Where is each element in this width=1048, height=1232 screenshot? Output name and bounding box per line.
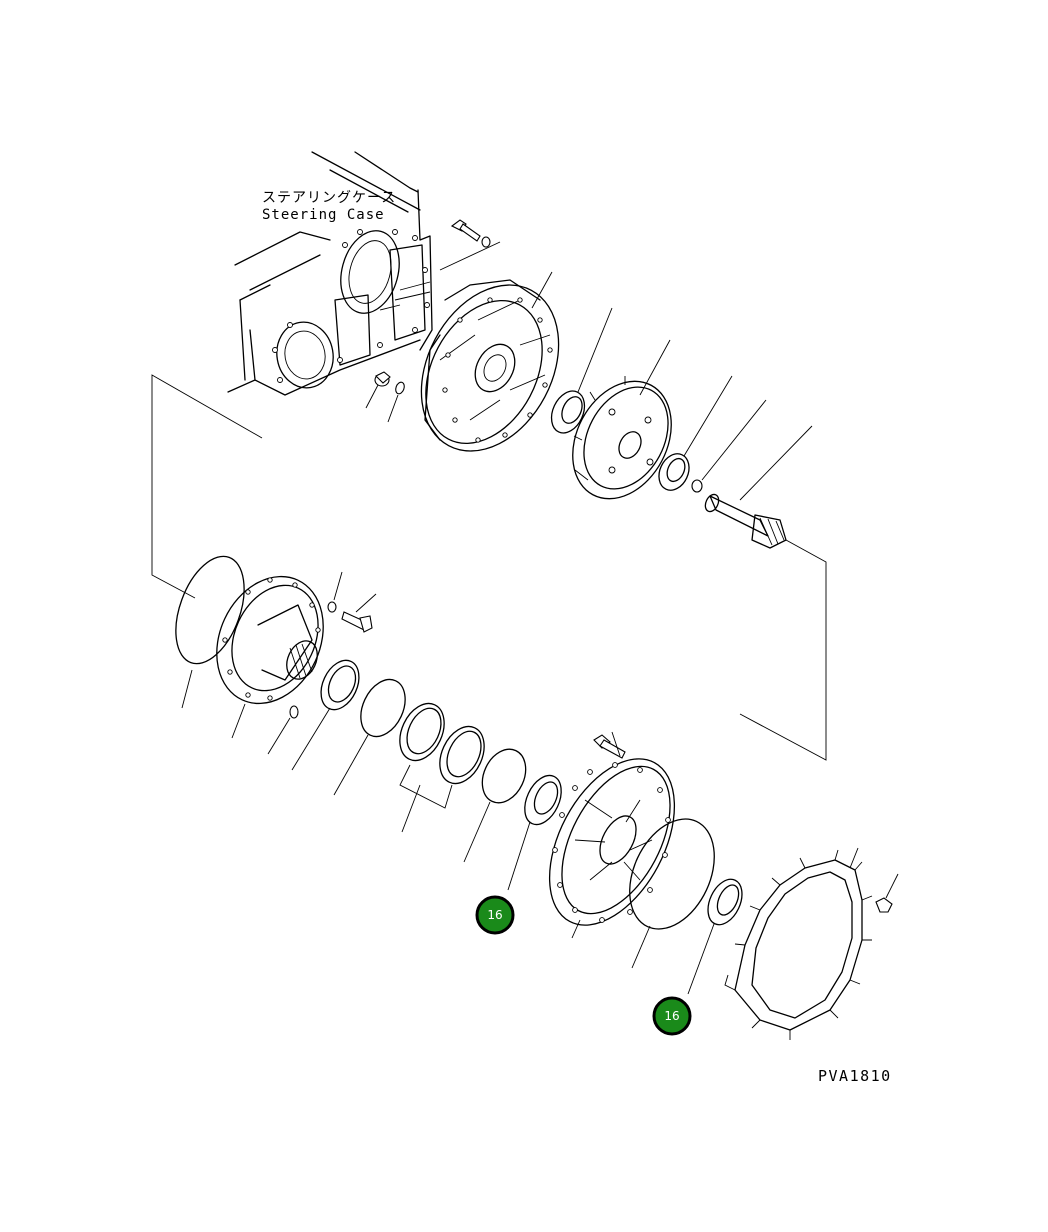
- callout-part-16[interactable]: 16: [652, 996, 692, 1036]
- o-ring-1: [333, 678, 406, 796]
- drawing-code: PVA1810: [818, 1067, 892, 1085]
- case-label-japanese: ステアリングケース: [262, 190, 396, 206]
- sprocket-segments: [724, 847, 873, 1040]
- steering-case: [227, 151, 433, 396]
- bearing-lower-left: [507, 774, 562, 891]
- seal-ring-large: [175, 555, 245, 709]
- bearing-upper-left: [550, 307, 613, 434]
- splined-shaft: [704, 425, 827, 761]
- housing-pins: [365, 371, 405, 423]
- sprocket-hub: [548, 758, 676, 939]
- bearing-gear-right: [658, 375, 733, 491]
- thin-ring: [629, 818, 715, 969]
- o-ring-2: [463, 748, 527, 863]
- assembly-link-line: [151, 374, 263, 599]
- callout-part-16[interactable]: 16: [475, 895, 515, 935]
- seal-rings-pair: [399, 702, 485, 833]
- hub-bolt: [267, 571, 377, 755]
- carrier-housing: [420, 271, 560, 452]
- svg-text:16: 16: [487, 908, 502, 922]
- hub-seal: [291, 659, 360, 771]
- spacer-collar: [691, 399, 767, 493]
- bearing-lower-right: [687, 878, 743, 995]
- steering-case-label: ステアリングケース Steering Case: [262, 190, 396, 223]
- case-bolt: [439, 219, 501, 271]
- hub-assembly: [216, 575, 324, 739]
- sprocket-bolt: [593, 731, 626, 759]
- sprocket-nut: [875, 873, 899, 913]
- svg-text:16: 16: [664, 1009, 679, 1023]
- final-drive-gear: [572, 339, 672, 500]
- case-label-english: Steering Case: [262, 207, 385, 223]
